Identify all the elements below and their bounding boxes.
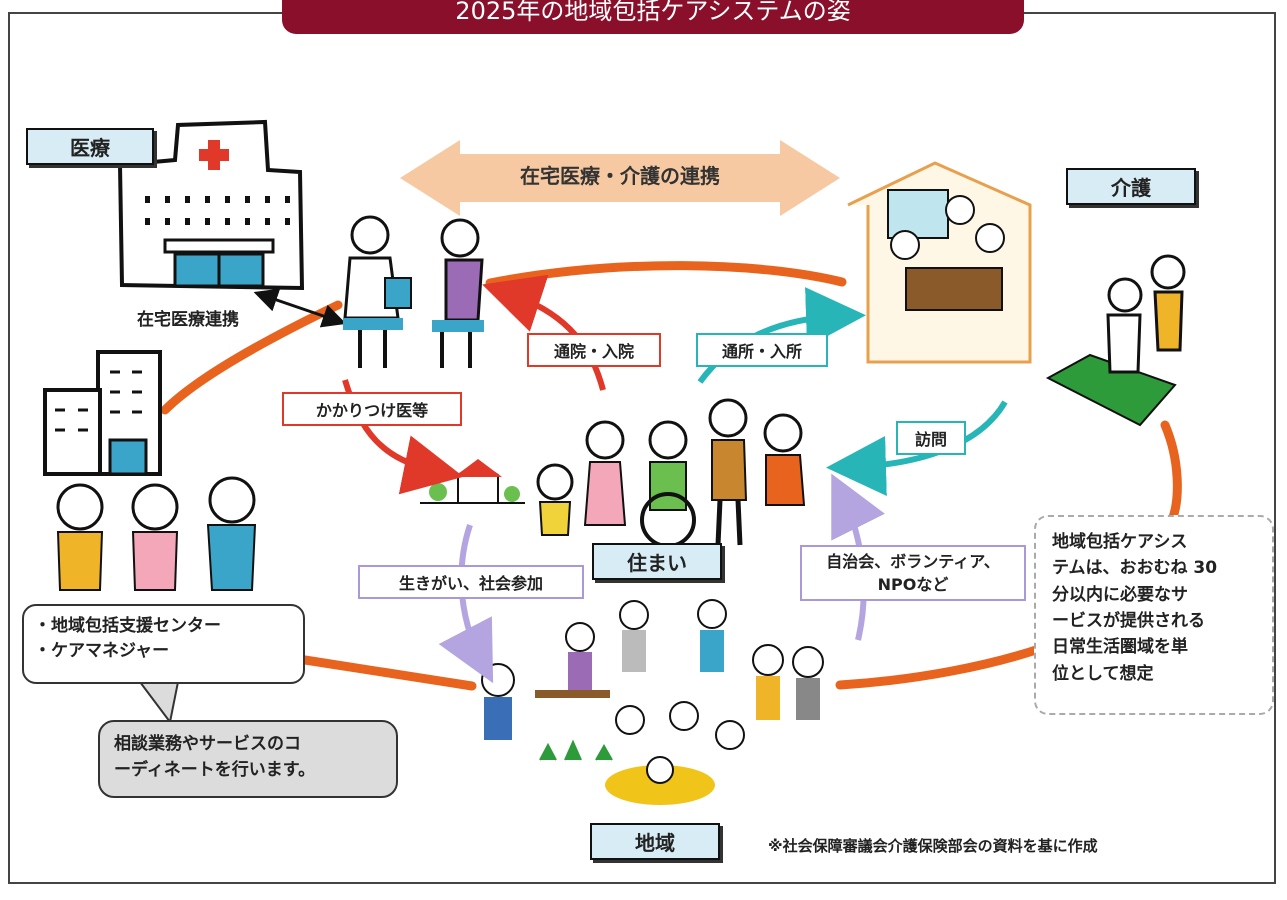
consultation-speech-bubble: 相談業務やサービスのコ ーディネートを行います。 [98,720,398,798]
family-doctor-label: かかりつけ医等 [282,392,462,426]
page-title: 2025年の地域包括ケアシステムの姿 [455,0,851,25]
community-illustration [481,599,824,805]
volunteer-label-line1: 自治会、ボランティア、 [826,552,1000,571]
office-building-illustration [43,350,162,476]
area-note-line6: 位として想定 [1052,663,1154,684]
category-medical: 医療 [26,128,154,165]
support-center-line2: ・ケアマネジャー [34,640,170,661]
ring-bottom-right [835,645,1041,690]
source-note: ※社会保障審議会介護保険部会の資料を基に作成 [768,837,1098,855]
coordination-banner-label: 在宅医療・介護の連携 [520,164,720,188]
area-note-line4: ービスが提供される [1052,611,1205,632]
family-illustration [536,398,806,548]
visiting-care-illustration [1045,254,1186,427]
care-house-illustration [847,161,1032,364]
hospital-illustration [117,119,305,291]
coordination-banner-arrow [400,140,840,216]
area-note-line5: 日常生活圏域を単 [1052,637,1188,658]
volunteer-label: 自治会、ボランティア、 NPOなど [800,545,1026,602]
area-definition-note: 地域包括ケアシス テムは、おおむね 30 分以内に必要なサ ービスが提供される … [1034,515,1274,715]
home-medical-link-arrow [253,288,347,328]
support-center-line1: ・地域包括支援センター [34,616,221,636]
doctor-patient-illustration [343,215,484,368]
outpatient-arrow [482,274,606,391]
purpose-label: 生きがい、社会参加 [358,565,584,599]
consultation-line1: 相談業務やサービスのコ [114,734,301,754]
ring-right [1160,420,1182,525]
category-housing: 住まい [592,543,722,580]
consultation-line2: ーディネートを行います。 [114,759,316,780]
title-bar: 2025年の地域包括ケアシステムの姿 [282,0,1024,34]
category-care: 介護 [1066,168,1196,205]
volunteer-label-line2: NPOなど [877,575,949,595]
daycare-label: 通所・入所 [696,333,828,367]
support-staff-illustration [56,476,257,591]
category-community: 地域 [590,823,720,860]
visit-label: 訪問 [896,421,966,455]
area-note-line3: 分以内に必要なサ [1052,584,1188,605]
area-note-line1: 地域包括ケアシス [1052,532,1188,552]
home-medical-link-label: 在宅医療連携 [137,310,239,330]
support-center-box: ・地域包括支援センター ・ケアマネジャー [22,604,305,684]
ring-top [485,261,847,288]
home-illustration [420,459,525,504]
speech-bubble-tail [138,681,180,725]
area-note-line2: テムは、おおむね 30 [1052,558,1218,579]
ring-bottom-left [300,655,477,691]
outpatient-label: 通院・入院 [527,333,661,367]
